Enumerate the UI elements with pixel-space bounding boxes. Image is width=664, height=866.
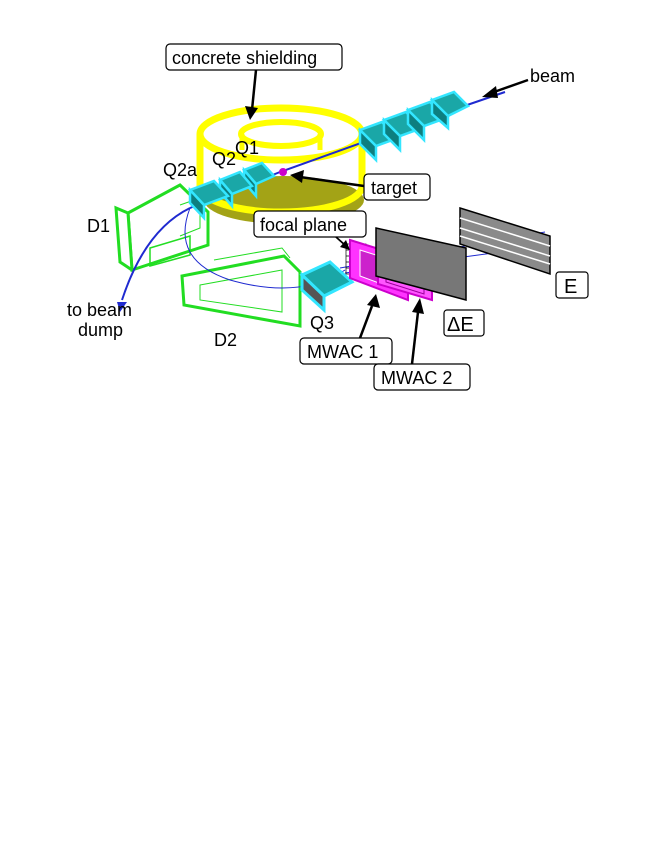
q2-label: Q2: [212, 149, 236, 169]
q1-label: Q1: [235, 138, 259, 158]
d2-label: D2: [214, 330, 237, 350]
svg-text:focal plane: focal plane: [260, 215, 347, 235]
d1-label: D1: [87, 216, 110, 236]
target-label: target: [290, 170, 431, 201]
upstream-quad-4: [429, 90, 471, 131]
delta-e-label: ΔE: [443, 309, 485, 337]
svg-text:target: target: [371, 178, 417, 198]
beamline-quadrupoles: [187, 90, 471, 222]
svg-text:beam: beam: [530, 66, 575, 86]
beam-dump-arrowhead: [117, 302, 127, 312]
to-beam-dump-label-line1: to beam: [67, 300, 132, 320]
focal-plane-label: focal plane: [253, 210, 367, 250]
svg-text:MWAC 1: MWAC 1: [307, 342, 378, 362]
e-detector-stack: [459, 206, 551, 276]
e-label: E: [555, 271, 589, 299]
beam-label: beam: [482, 66, 575, 98]
mwac-2-label: MWAC 2: [373, 298, 471, 391]
quadrupole-q2a: [187, 179, 231, 222]
target-dot: [279, 168, 287, 176]
svg-text:concrete shielding: concrete shielding: [172, 48, 317, 68]
concrete-shielding-label: concrete shielding: [165, 43, 343, 120]
svg-text:ΔE: ΔE: [447, 314, 474, 336]
to-beam-dump-label-line2: dump: [78, 320, 123, 340]
q3-label: Q3: [310, 313, 334, 333]
delta-e-plate: [375, 227, 467, 301]
q2a-label: Q2a: [163, 160, 198, 180]
dipole-d2: [180, 247, 302, 328]
svg-text:E: E: [564, 276, 577, 298]
quadrupole-q3: [299, 260, 355, 314]
svg-text:MWAC 2: MWAC 2: [381, 368, 452, 388]
mwac-1-label: MWAC 1: [299, 294, 393, 365]
beam-dump-path: [121, 207, 191, 301]
